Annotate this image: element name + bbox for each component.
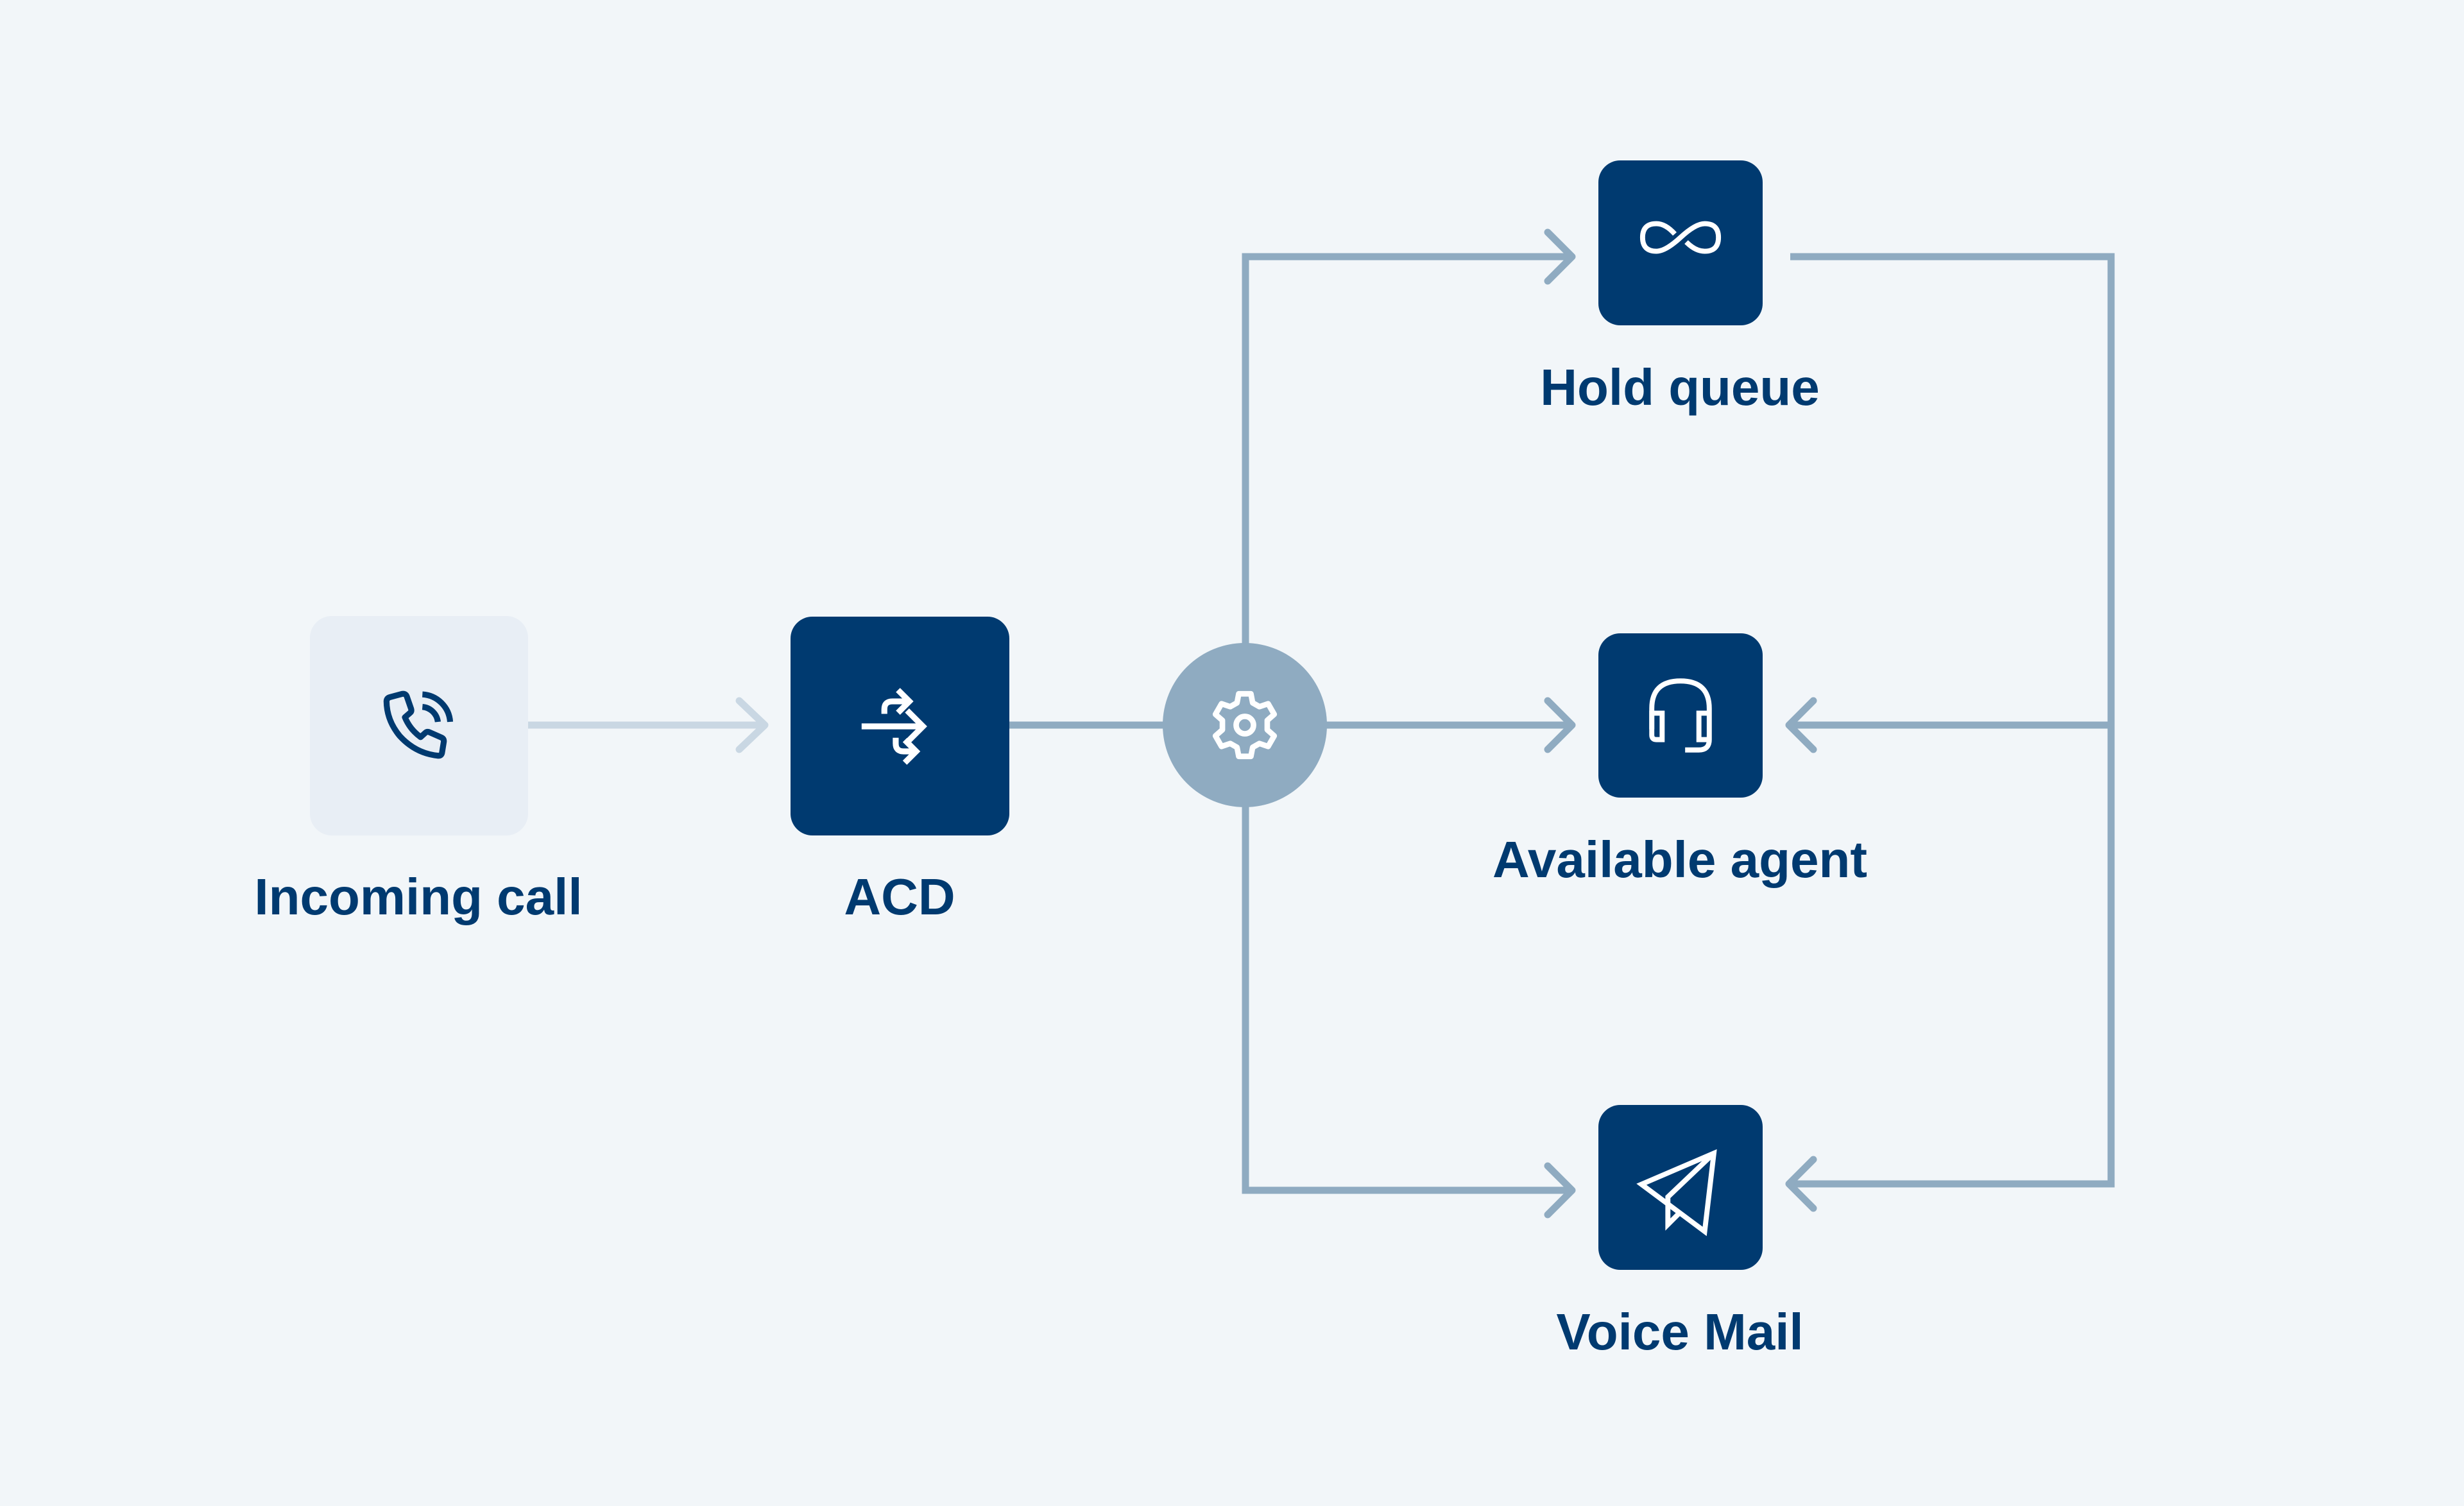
node-hold-queue[interactable] xyxy=(1598,160,1763,325)
gear-icon xyxy=(1212,690,1278,760)
edge-router-to-agent xyxy=(1326,697,1576,753)
node-label-acd: ACD xyxy=(844,868,955,925)
node-incoming-call[interactable] xyxy=(310,616,528,835)
paper-plane-icon xyxy=(1636,1149,1717,1236)
node-label-incoming-call: Incoming call xyxy=(254,868,583,925)
headset-icon xyxy=(1649,678,1712,753)
edge-router-to-hold xyxy=(1242,228,1576,645)
node-router[interactable] xyxy=(1163,643,1327,807)
node-label-available-agent: Available agent xyxy=(1493,831,1867,888)
node-label-voice-mail: Voice Mail xyxy=(1556,1303,1804,1360)
edge-hold-to-agent-voicemail xyxy=(1785,253,2115,1212)
edge-router-to-voicemail xyxy=(1242,805,1576,1219)
phone-ringing-icon xyxy=(383,690,454,759)
node-acd[interactable] xyxy=(791,617,1009,835)
edge-incoming-to-acd xyxy=(528,697,769,753)
route-arrows-icon xyxy=(861,687,927,765)
node-available-agent[interactable] xyxy=(1598,633,1763,798)
node-label-hold-queue: Hold queue xyxy=(1540,359,1820,416)
node-voice-mail[interactable] xyxy=(1598,1105,1763,1270)
infinity-icon xyxy=(1639,221,1722,253)
